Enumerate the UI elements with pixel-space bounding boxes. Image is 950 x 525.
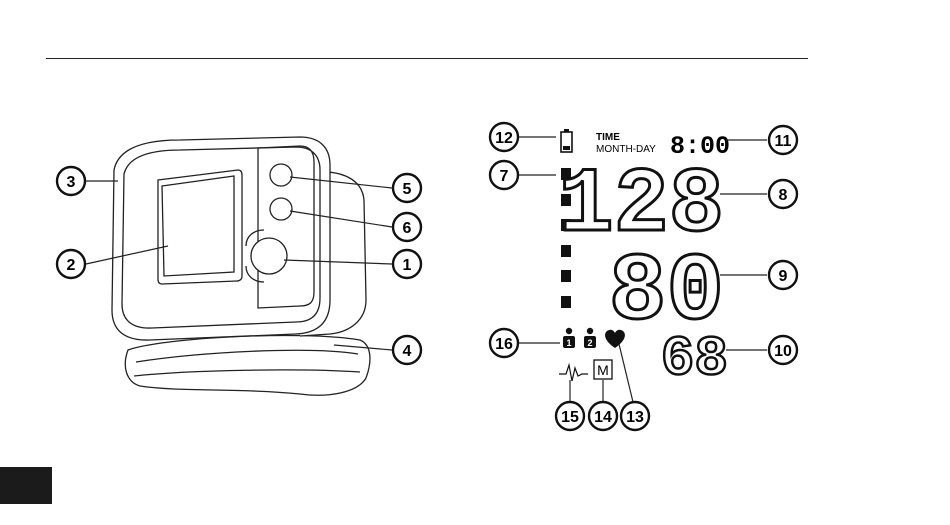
svg-text:2: 2 [67,257,76,274]
user-2-icon: 2 [584,328,596,348]
svg-text:5: 5 [403,181,412,198]
pulse-readout: 68 [661,327,728,391]
callout-10: 10 [769,336,797,364]
svg-text:9: 9 [779,268,788,285]
callout-12: 12 [490,123,518,151]
wrist-cuff [125,335,370,395]
callout-13: 13 [621,402,649,430]
lcd-panel: TIME MONTH-DAY 8:00 128 80 68 1 2 [550,129,730,391]
svg-text:7: 7 [500,168,509,185]
device-button-start [251,238,287,274]
callout-14: 14 [589,402,617,430]
svg-text:14: 14 [594,409,612,426]
svg-text:12: 12 [495,130,513,147]
callout-8: 8 [769,180,797,208]
irregular-heartbeat-icon [559,365,588,381]
svg-text:13: 13 [626,409,644,426]
svg-text:11: 11 [775,133,792,150]
user-1-icon: 1 [563,328,575,348]
callout-7: 7 [490,161,518,189]
svg-text:8: 8 [779,187,788,204]
callout-5: 5 [393,174,421,202]
svg-text:16: 16 [495,336,513,353]
svg-text:1: 1 [403,257,412,274]
callout-4: 4 [393,336,421,364]
memory-icon: M [597,362,609,378]
level-bar [561,296,571,308]
callout-16: 16 [490,329,518,357]
callout-6: 6 [393,213,421,241]
device-button-6 [270,198,292,220]
device-button-5 [270,164,292,186]
time-label: TIME [596,132,620,143]
svg-text:15: 15 [561,409,579,426]
callout-15: 15 [556,402,584,430]
user-1-number: 1 [566,338,571,348]
callout-3: 3 [57,167,85,195]
svg-text:10: 10 [774,343,792,360]
svg-text:6: 6 [403,220,412,237]
callout-1: 1 [393,250,421,278]
svg-text:3: 3 [67,174,76,191]
user-2-number: 2 [587,338,592,348]
device-illustration [112,137,370,395]
callout-2: 2 [57,250,85,278]
level-bar [561,270,571,282]
svg-text:4: 4 [403,343,412,360]
battery-icon [561,129,572,152]
callout-9: 9 [769,261,797,289]
callout-11: 11 [769,126,797,154]
